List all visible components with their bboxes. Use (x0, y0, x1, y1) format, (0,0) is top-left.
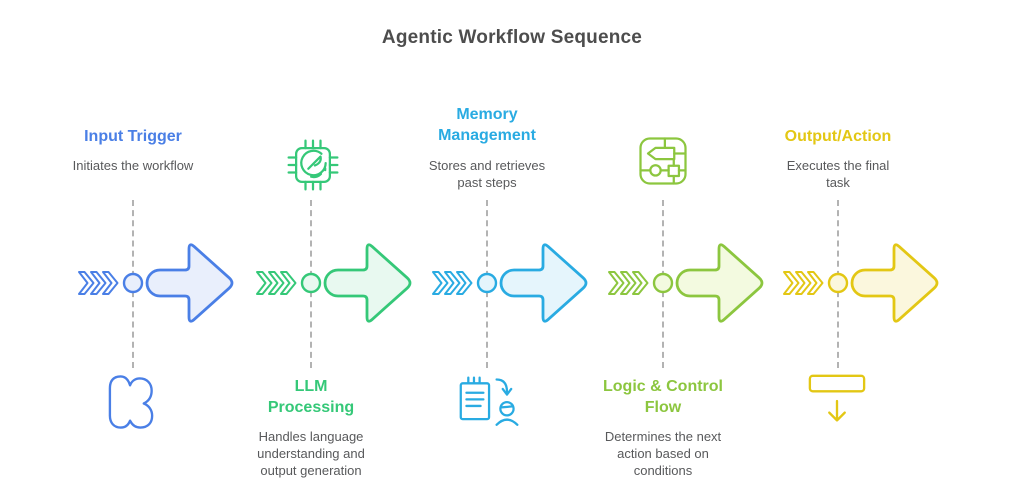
step-description: Handles language understanding and outpu… (257, 429, 365, 478)
step-title: Output/Action (784, 128, 892, 145)
step-title: Logic & Control Flow (603, 378, 723, 416)
flow-arrow-motif (256, 243, 412, 323)
flow-arrow-motif (78, 243, 234, 323)
flowchart-chip-icon (639, 137, 687, 185)
step-title: Input Trigger (84, 128, 182, 145)
blob-k-icon (108, 375, 154, 429)
diagram-title: Agentic Workflow Sequence (381, 27, 643, 48)
flow-arrow-motif (432, 243, 588, 323)
output-arrow-icon (808, 374, 866, 422)
step-description: Determines the next action based on cond… (604, 429, 722, 478)
step-title: LLM Processing (267, 378, 355, 416)
flow-arrow-motif (783, 243, 939, 323)
step-description: Executes the final task (786, 158, 890, 190)
flow-arrow-motif (608, 243, 764, 323)
step-title: Memory Management (438, 106, 536, 144)
clipboard-person-icon (459, 376, 519, 426)
chip-gauge-icon (287, 139, 339, 191)
step-description: Initiates the workflow (72, 158, 194, 173)
step-description: Stores and retrieves past steps (428, 158, 546, 190)
